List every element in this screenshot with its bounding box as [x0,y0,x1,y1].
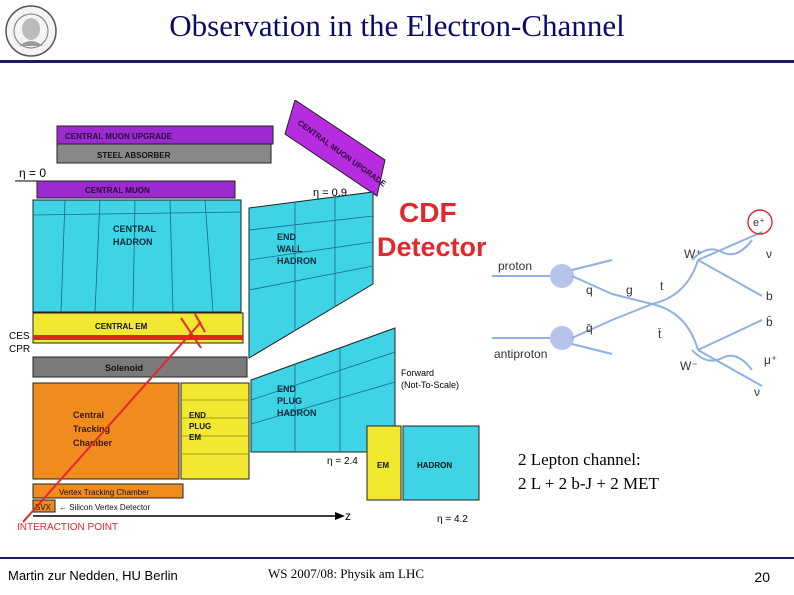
endplug-em-label-1: END [189,411,206,420]
channel-summary: 2 Lepton channel: 2 L + 2 b-J + 2 MET [518,448,659,496]
title-divider [0,60,794,63]
central-hadron-label-2: HADRON [113,237,153,247]
muon-label: μ⁺ [764,353,777,367]
bbar-quark-label: b̄ [766,315,773,329]
muon-upgrade-label: CENTRAL MUON UPGRADE [65,132,173,141]
endplug-had-label-2: PLUG [277,396,302,406]
forward-label-2: (Not-To-Scale) [401,380,459,390]
footer-author: Martin zur Nedden, HU Berlin [8,568,178,583]
eta-24-label: η = 2.4 [327,456,358,467]
endplug-had-label-3: HADRON [277,408,317,418]
eta-42-label: η = 4.2 [437,514,468,525]
steel-absorber-label: STEEL ABSORBER [97,151,171,160]
endwall-label-2: WALL [277,244,303,254]
antitop-label: t̄ [658,327,662,341]
endplug-em-label-3: EM [189,433,201,442]
endplug-had-label-1: END [277,384,297,394]
footer-divider [0,557,794,559]
neutrino-1-label: ν [766,247,772,261]
endplug-em-label-2: PLUG [189,422,211,431]
endwall-label-3: HADRON [277,256,317,266]
interaction-point-label: INTERACTION POINT [17,522,118,532]
neutrino-2-label: ν [754,385,760,399]
z-axis-label: z [345,509,351,523]
top-label: t [660,279,664,293]
solenoid-label: Solenoid [105,363,143,373]
central-em-label: CENTRAL EM [95,322,148,331]
svx-label: SVX [35,503,52,512]
wplus-label: W⁺ [684,247,702,261]
cpr-label: CPR [9,344,30,355]
central-hadron-label-1: CENTRAL [113,224,156,234]
slide-title: Observation in the Electron-Channel [169,8,625,43]
tracking-label-1: Central [73,410,104,420]
tracking-label-2: Tracking [73,424,110,434]
wminus-label: W⁻ [680,359,698,373]
page-number: 20 [754,569,770,585]
quark-label: q [586,283,593,297]
detector-label: Detector [377,232,487,262]
central-muon-label: CENTRAL MUON [85,186,150,195]
ces-label: CES [9,331,30,342]
forward-hadron-label: HADRON [417,461,452,470]
cdf-detector-diagram: CENTRAL MUON UPGRADE CENTRAL MUON UPGRAD… [5,100,487,532]
forward-em-label: EM [377,461,389,470]
proton-label: proton [498,259,532,273]
endwall-label-1: END [277,232,297,242]
channel-line-2: 2 L + 2 b-J + 2 MET [518,474,659,493]
antiquark-label: q̄ [586,321,593,335]
vertex-chamber-label: Vertex Tracking Chamber [59,488,150,497]
cdf-label: CDF [399,197,457,228]
antiproton-label: antiproton [494,347,547,361]
footer-course: WS 2007/08: Physik am LHC [268,566,425,581]
channel-line-1: 2 Lepton channel: [518,450,641,469]
silicon-label: ← Silicon Vertex Detector [59,503,150,512]
ttbar-feynman-diagram: proton antiproton q q̄ g t t̄ W⁺ W⁻ e⁺ ν… [492,209,777,399]
university-seal-logo [5,5,57,57]
eta-0-label: η = 0 [19,166,46,180]
forward-label-1: Forward [401,368,434,378]
gluon-label: g [626,283,633,297]
positron-label: e⁺ [753,217,765,229]
b-quark-label: b [766,289,773,303]
